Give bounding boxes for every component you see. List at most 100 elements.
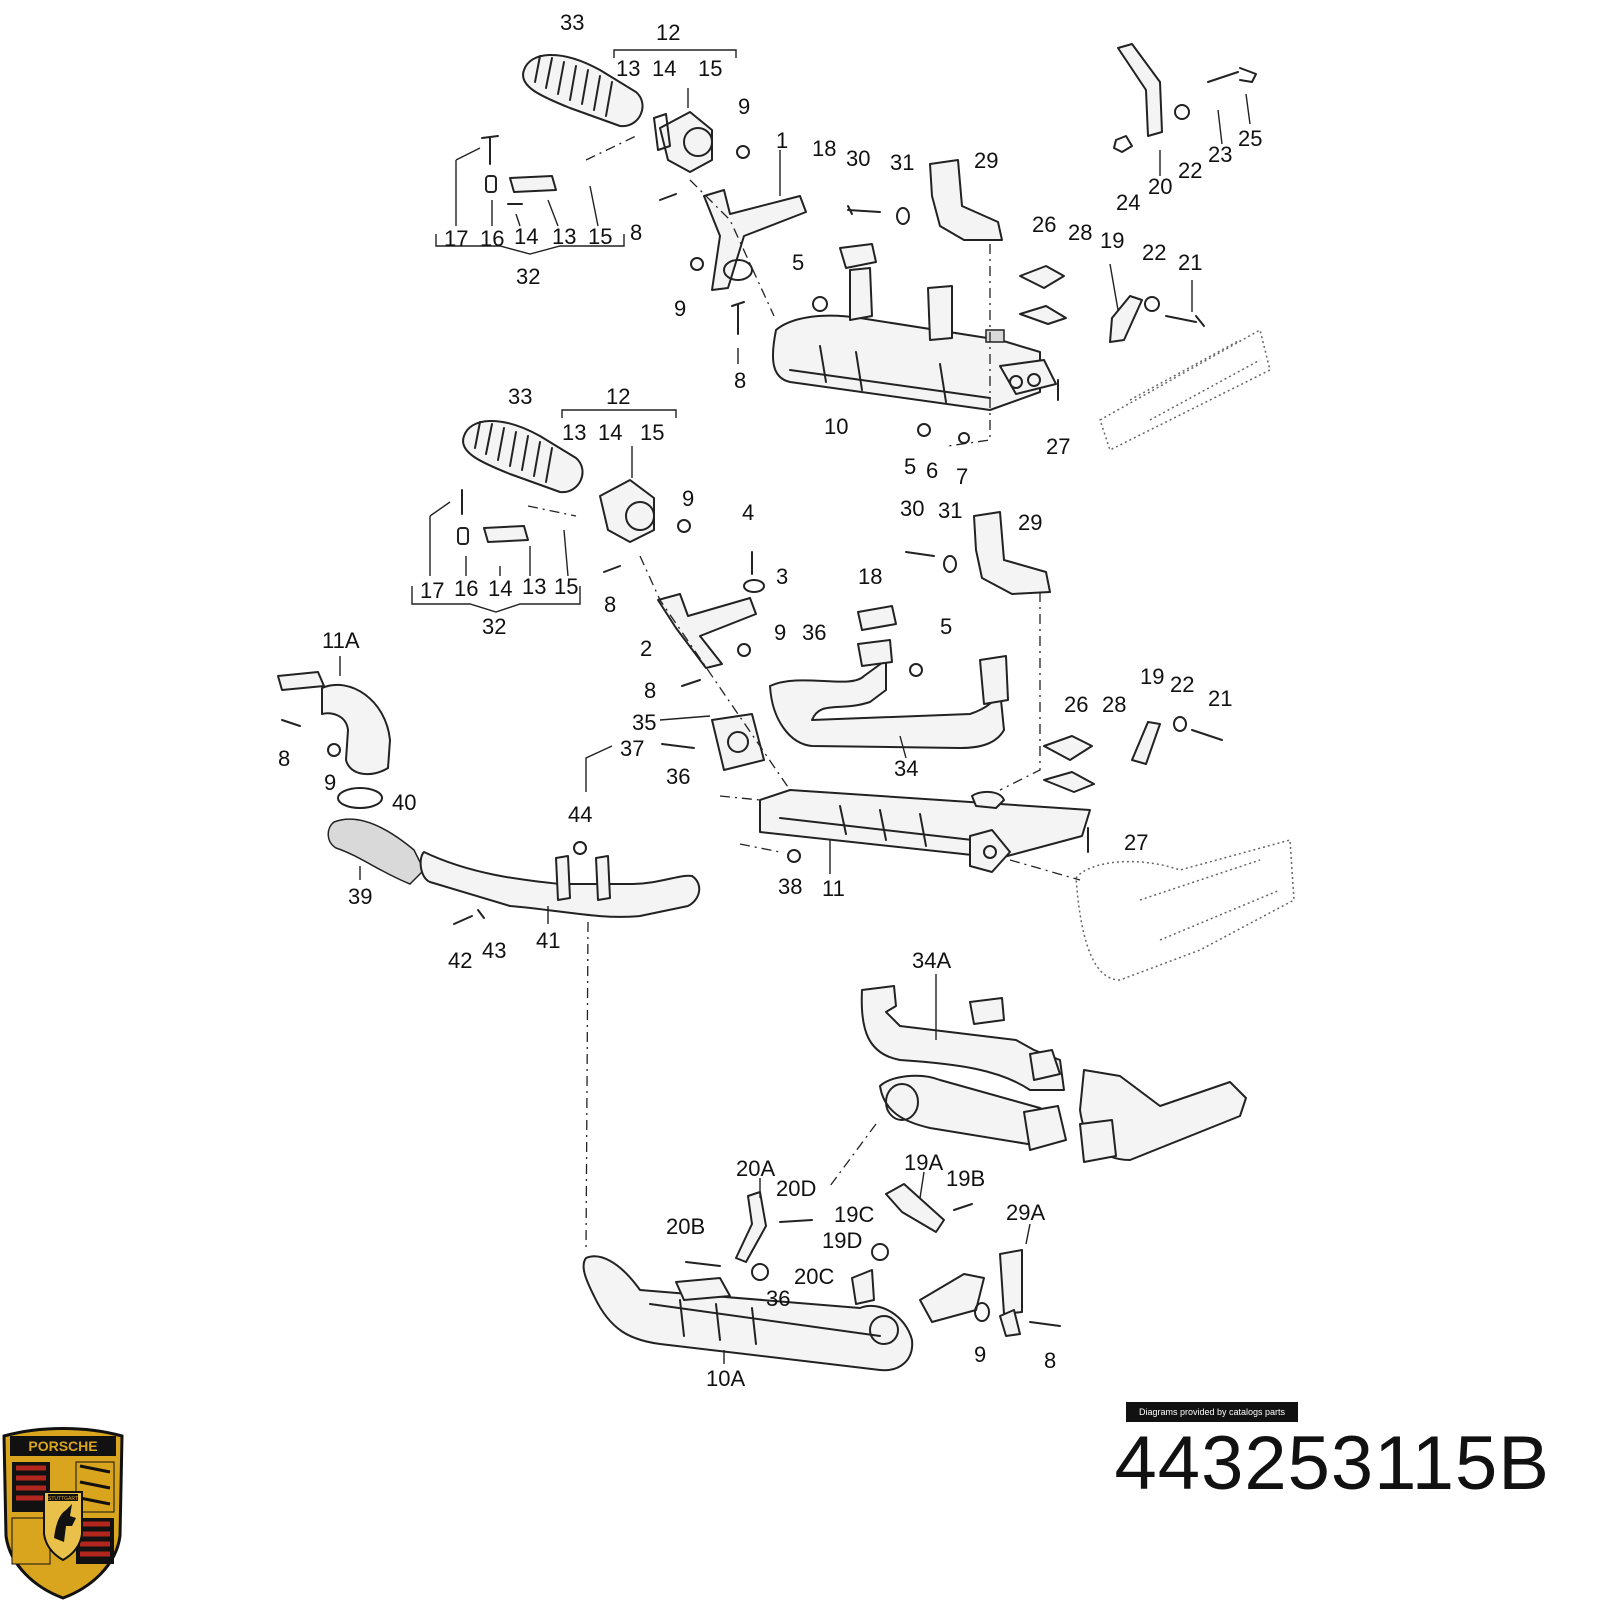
callout-label: 26 xyxy=(1064,692,1088,717)
upper-valve-12 xyxy=(653,111,713,173)
callout-label: 17 xyxy=(444,226,468,251)
callout-label: 16 xyxy=(480,226,504,251)
callout-label: 11A xyxy=(322,628,360,653)
upper-hanger-19-20 xyxy=(1109,43,1163,343)
callout-label: 5 xyxy=(904,454,916,479)
callout-label: 34 xyxy=(894,756,918,781)
callout-label: 13 xyxy=(522,574,546,599)
callout-label: 27 xyxy=(1124,830,1148,855)
callout-label: 31 xyxy=(890,150,914,175)
upper-bracket-1 xyxy=(703,189,807,291)
callout-labels: 33 12 13 14 15 9 1 18 30 31 29 20 22 23 … xyxy=(278,10,1262,1391)
callout-label: 36 xyxy=(766,1286,790,1311)
heater-hose-39 xyxy=(327,787,425,885)
callout-label: 16 xyxy=(454,576,478,601)
part-number: 443253115B xyxy=(1114,1421,1550,1506)
upper-heater-hose-33 xyxy=(522,54,644,128)
callout-label: 8 xyxy=(278,746,290,771)
rear-hangers-19A-20A xyxy=(735,1183,1023,1315)
upper-muffler-10 xyxy=(771,314,1041,411)
heater-box-11A xyxy=(277,671,391,776)
callout-label: 9 xyxy=(974,1342,986,1367)
callout-label: 41 xyxy=(536,928,560,953)
callout-label: 19A xyxy=(904,1150,943,1175)
svg-text:PORSCHE: PORSCHE xyxy=(28,1438,97,1454)
callout-label: 12 xyxy=(656,20,680,45)
callout-label: 9 xyxy=(682,486,694,511)
middle-heater-hose-33 xyxy=(462,420,584,494)
callout-label: 14 xyxy=(652,56,676,81)
callout-label: 4 xyxy=(742,500,754,525)
callout-label: 10 xyxy=(824,414,848,439)
middle-engine-ghost xyxy=(1075,839,1295,981)
callout-label: 35 xyxy=(632,710,656,735)
callout-label: 19 xyxy=(1140,664,1164,689)
callout-label: 42 xyxy=(448,948,472,973)
callout-label: 8 xyxy=(1044,1348,1056,1373)
callout-label: 21 xyxy=(1178,250,1202,275)
middle-bracket-2 xyxy=(657,593,757,669)
callout-label: 20 xyxy=(1148,174,1172,199)
callout-label: 12 xyxy=(606,384,630,409)
middle-fasteners xyxy=(281,489,1223,925)
lower-muffler-11 xyxy=(759,789,1091,873)
callout-label: 24 xyxy=(1116,190,1140,215)
callout-label: 9 xyxy=(324,770,336,795)
callout-label: 19B xyxy=(946,1166,985,1191)
callout-label: 6 xyxy=(926,458,938,483)
diagram-credit-banner: Diagrams provided by catalogs parts xyxy=(1126,1402,1298,1422)
callout-label: 27 xyxy=(1046,434,1070,459)
callout-label: 25 xyxy=(1238,126,1262,151)
callout-label: 36 xyxy=(802,620,826,645)
leader-lines xyxy=(339,49,1251,1364)
callout-label: 29 xyxy=(974,148,998,173)
upper-engine-ghost xyxy=(1099,328,1271,452)
callout-label: 31 xyxy=(938,498,962,523)
callout-label: 1 xyxy=(776,128,788,153)
upper-brackets-26-28 xyxy=(999,265,1067,395)
callout-label: 28 xyxy=(1068,220,1092,245)
callout-label: 10A xyxy=(706,1366,745,1391)
lower-fasteners xyxy=(685,1203,1061,1337)
callout-label: 8 xyxy=(630,220,642,245)
middle-valve-12 xyxy=(599,479,655,543)
callout-label: 30 xyxy=(900,496,924,521)
callout-label: 20C xyxy=(794,1264,834,1289)
callout-label: 33 xyxy=(560,10,584,35)
callout-label: 15 xyxy=(640,420,664,445)
callout-label: 2 xyxy=(640,636,652,661)
warm-air-pipe-41 xyxy=(419,851,701,918)
callout-label: 3 xyxy=(776,564,788,589)
callout-label: 37 xyxy=(620,736,644,761)
callout-label: 5 xyxy=(940,614,952,639)
alignment-lines xyxy=(527,135,1081,1253)
callout-label: 19D xyxy=(822,1228,862,1253)
heat-exchanger-34 xyxy=(711,639,1009,771)
callout-label: 32 xyxy=(516,264,540,289)
callout-label: 14 xyxy=(514,224,538,249)
callout-label: 15 xyxy=(554,574,578,599)
callout-label: 20A xyxy=(736,1156,775,1181)
callout-label: 15 xyxy=(588,224,612,249)
callout-label: 29 xyxy=(1018,510,1042,535)
callout-label: 13 xyxy=(552,224,576,249)
callout-label: 15 xyxy=(698,56,722,81)
callout-label: 13 xyxy=(616,56,640,81)
callout-label: 14 xyxy=(488,576,512,601)
callout-label: 8 xyxy=(644,678,656,703)
callout-label: 39 xyxy=(348,884,372,909)
rear-muffler-10A xyxy=(582,1255,985,1372)
callout-label: 5 xyxy=(792,250,804,275)
callout-label: 28 xyxy=(1102,692,1126,717)
callout-label: 21 xyxy=(1208,686,1232,711)
callout-label: 32 xyxy=(482,614,506,639)
callout-label: 22 xyxy=(1142,240,1166,265)
callout-label: 40 xyxy=(392,790,416,815)
catalytic-converter xyxy=(879,1074,1117,1163)
callout-label: 23 xyxy=(1208,142,1232,167)
callout-label: 18 xyxy=(812,136,836,161)
callout-label: 8 xyxy=(734,368,746,393)
callout-label: 19C xyxy=(834,1202,874,1227)
callout-label: 11 xyxy=(822,876,845,901)
